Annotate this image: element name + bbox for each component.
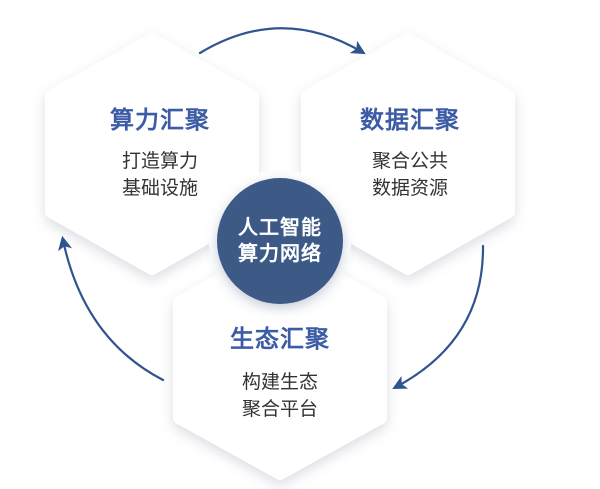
hexagon-data [301,33,515,275]
arrow-computing-to-data [198,27,366,55]
arrow-data-to-ecosystem [392,244,485,390]
arrow-ecosystem-to-computing [58,235,165,382]
hexagon-computing [45,33,259,275]
hexagon-ecosystem [173,240,387,480]
center-circle [217,178,343,304]
